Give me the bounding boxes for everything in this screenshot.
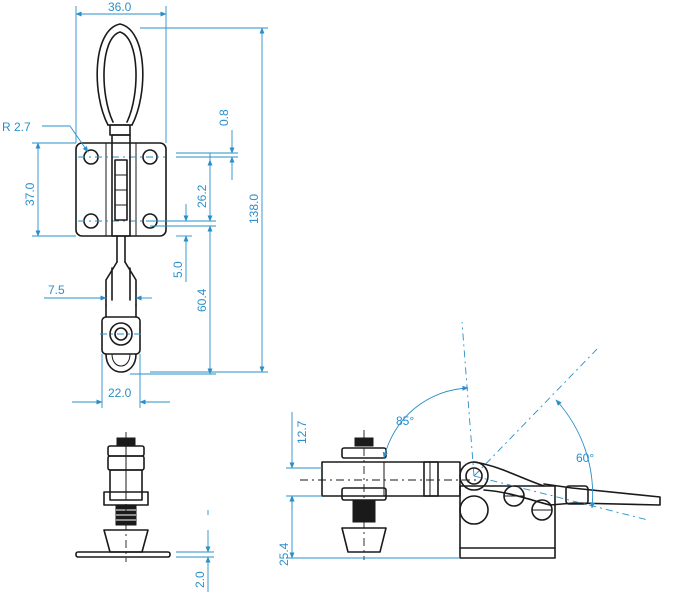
front-view: 2.0: [75, 432, 214, 592]
dim-width-top: 36.0: [108, 0, 132, 14]
top-dimensions: 36.0 R 2.7 37.0 138.0 0.8 26.2 5.0: [2, 0, 268, 408]
dim-offset-small: 0.8: [217, 109, 231, 126]
dim-reach: 60.4: [195, 288, 209, 312]
dim-bottom-width: 22.0: [108, 386, 132, 400]
dim-total-length: 138.0: [247, 194, 261, 224]
dim-slot-gap: 5.0: [171, 261, 185, 278]
dim-bar-width: 7.5: [48, 283, 65, 297]
dim-plate-thickness: 2.0: [193, 571, 207, 588]
dim-spindle-height: 12.7: [295, 420, 309, 444]
angle-open: 85°: [396, 414, 414, 428]
dim-hole-pitch: 26.2: [195, 184, 209, 208]
side-view: 85° 60° 12.7 25.4: [277, 321, 661, 566]
dim-hole-spacing: 37.0: [23, 182, 37, 206]
angle-handle: 60°: [576, 451, 594, 465]
dim-radius: R 2.7: [2, 120, 31, 134]
top-view: [75, 23, 167, 373]
dim-base-height: 25.4: [277, 542, 291, 566]
